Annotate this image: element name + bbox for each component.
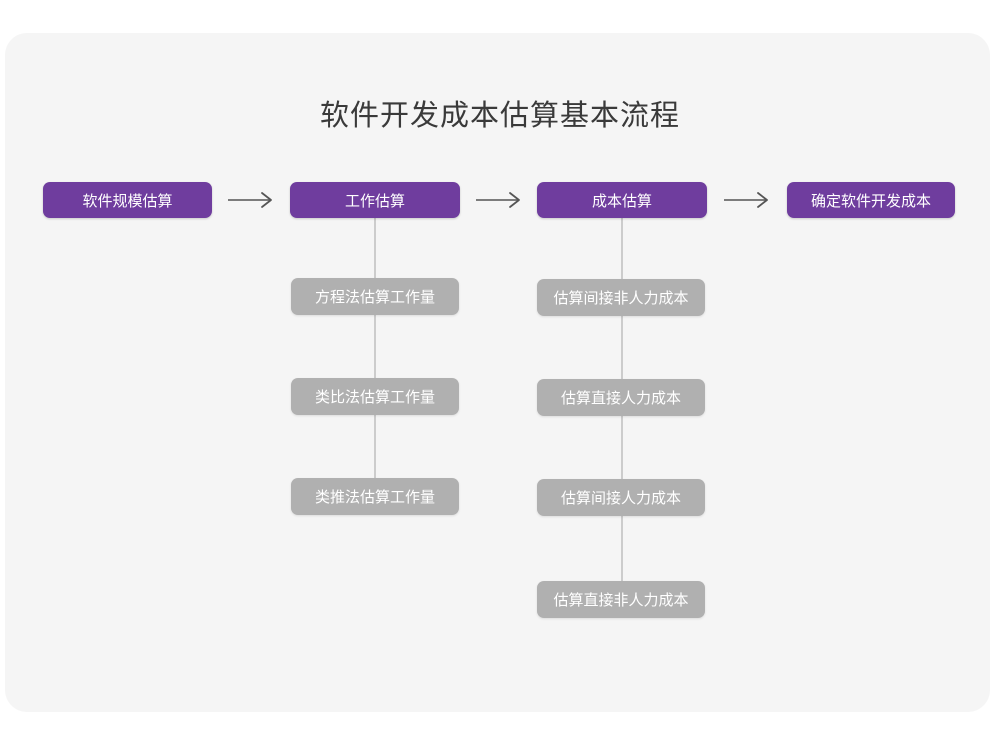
arrow-right-icon-2: [476, 189, 524, 211]
flow-substep-label: 估算直接人力成本: [560, 390, 681, 407]
connector-line-stage-2: [374, 217, 376, 498]
flow-substep-stage-3-2[interactable]: 估算直接人力成本: [537, 379, 705, 416]
flow-substep-label: 类比法估算工作量: [314, 389, 435, 406]
flow-node-stage-1[interactable]: 软件规模估算: [43, 182, 212, 218]
arrow-right-icon-3: [724, 189, 772, 211]
arrow-right-icon-1: [228, 189, 276, 211]
page-title: 软件开发成本估算基本流程: [319, 100, 680, 132]
diagram-card: [5, 33, 990, 712]
flow-substep-label: 估算间接人力成本: [560, 490, 681, 507]
flow-node-label: 软件规模估算: [82, 192, 173, 210]
flow-node-label: 确定软件开发成本: [810, 192, 931, 210]
flow-substep-stage-3-3[interactable]: 估算间接人力成本: [537, 479, 705, 516]
flow-node-label: 工作估算: [344, 192, 405, 210]
flow-substep-stage-3-4[interactable]: 估算直接非人力成本: [537, 581, 705, 618]
flow-substep-label: 估算直接非人力成本: [553, 592, 689, 609]
flow-node-stage-3[interactable]: 成本估算: [537, 182, 707, 218]
flow-node-stage-2[interactable]: 工作估算: [290, 182, 460, 218]
flow-substep-stage-2-2[interactable]: 类比法估算工作量: [291, 378, 459, 415]
flow-substep-stage-2-3[interactable]: 类推法估算工作量: [291, 478, 459, 515]
flow-substep-label: 方程法估算工作量: [314, 289, 435, 306]
flow-substep-label: 类推法估算工作量: [314, 489, 435, 506]
flow-substep-stage-3-1[interactable]: 估算间接非人力成本: [537, 279, 705, 316]
flow-node-label: 成本估算: [591, 192, 652, 210]
flow-substep-label: 估算间接非人力成本: [553, 290, 689, 307]
flow-substep-stage-2-1[interactable]: 方程法估算工作量: [291, 278, 459, 315]
flow-node-stage-4[interactable]: 确定软件开发成本: [787, 182, 955, 218]
